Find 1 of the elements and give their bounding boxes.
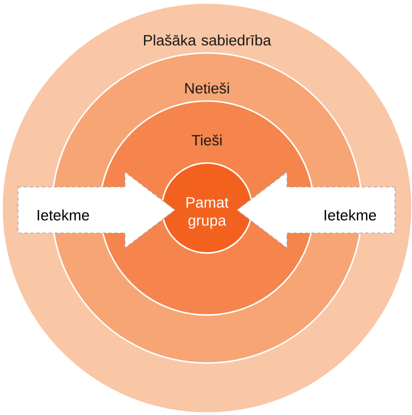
circle-band: Pamat grupa [161,162,253,254]
